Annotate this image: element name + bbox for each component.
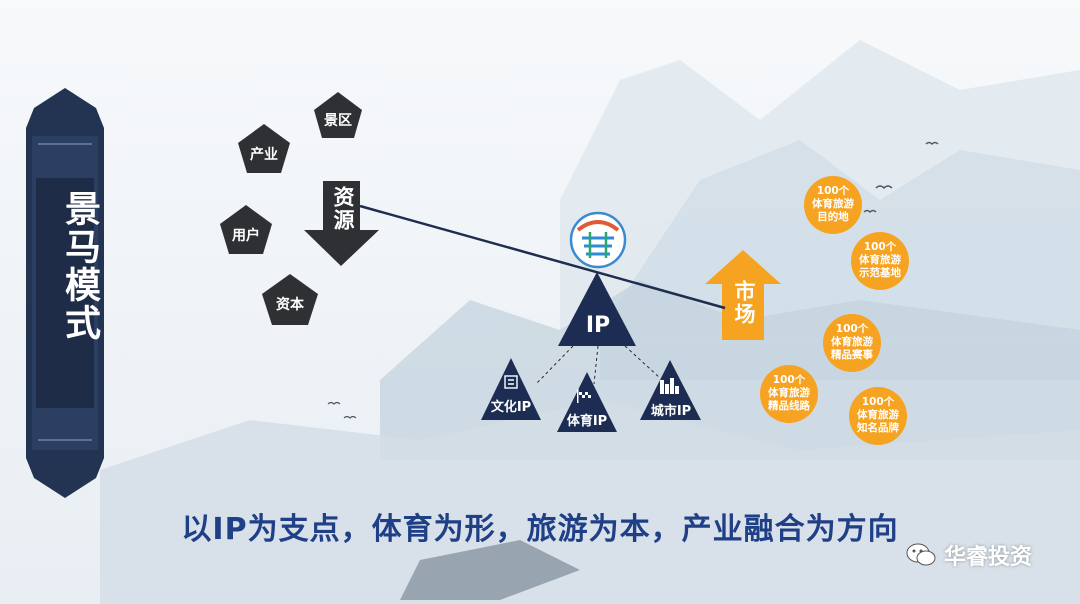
watermark: 华睿投资	[906, 540, 1032, 570]
resource-scenic-label: 景区	[324, 113, 352, 129]
ip-triangle	[558, 272, 636, 346]
circle-routes-label: 100个 体育旅游 精品线路	[768, 374, 810, 412]
circle-events-label: 100个 体育旅游 精品赛事	[831, 323, 873, 361]
side-title: 景马模式	[59, 190, 100, 342]
circle-brands-label: 100个 体育旅游 知名品牌	[857, 396, 899, 434]
resource-arrow-label: 资源	[331, 186, 355, 232]
circle-events	[823, 314, 881, 372]
pentagon-industry	[238, 124, 290, 173]
lever-line	[359, 204, 726, 310]
circle-demo-base-label: 100个 体育旅游 示范基地	[859, 241, 901, 279]
circle-routes	[760, 365, 818, 423]
culture-ip-label: 文化IP	[490, 400, 532, 415]
market-arrow-label: 市场	[732, 280, 756, 326]
circle-brands	[849, 387, 907, 445]
culture-ip-triangle	[481, 358, 541, 420]
pentagon-user	[220, 205, 272, 254]
resource-industry-label: 产业	[250, 147, 278, 163]
circle-destination	[804, 176, 862, 234]
ip-center-label: IP	[585, 313, 611, 338]
side-banner	[26, 88, 104, 498]
sport-ip-triangle	[557, 372, 617, 432]
slogan: 以IP为支点，体育为形，旅游为本，产业融合为方向	[181, 512, 899, 547]
circle-demo-base	[851, 232, 909, 290]
sport-icon	[577, 389, 591, 403]
resource-arrow	[304, 181, 379, 266]
pentagon-capital	[262, 274, 318, 325]
market-arrow	[705, 250, 781, 340]
wechat-icon	[906, 543, 936, 566]
sport-ip-label: 体育IP	[566, 414, 608, 429]
circle-destination-label: 100个 体育旅游 目的地	[812, 185, 854, 223]
culture-icon	[504, 375, 518, 389]
resource-user-label: 用户	[232, 228, 260, 244]
logo-icon	[569, 211, 627, 269]
resource-capital-label: 资本	[276, 297, 304, 313]
pentagon-scenic	[314, 92, 362, 138]
watermark-text: 华睿投资	[944, 545, 1033, 570]
city-ip-label: 城市IP	[650, 404, 692, 419]
city-icon	[660, 378, 679, 394]
